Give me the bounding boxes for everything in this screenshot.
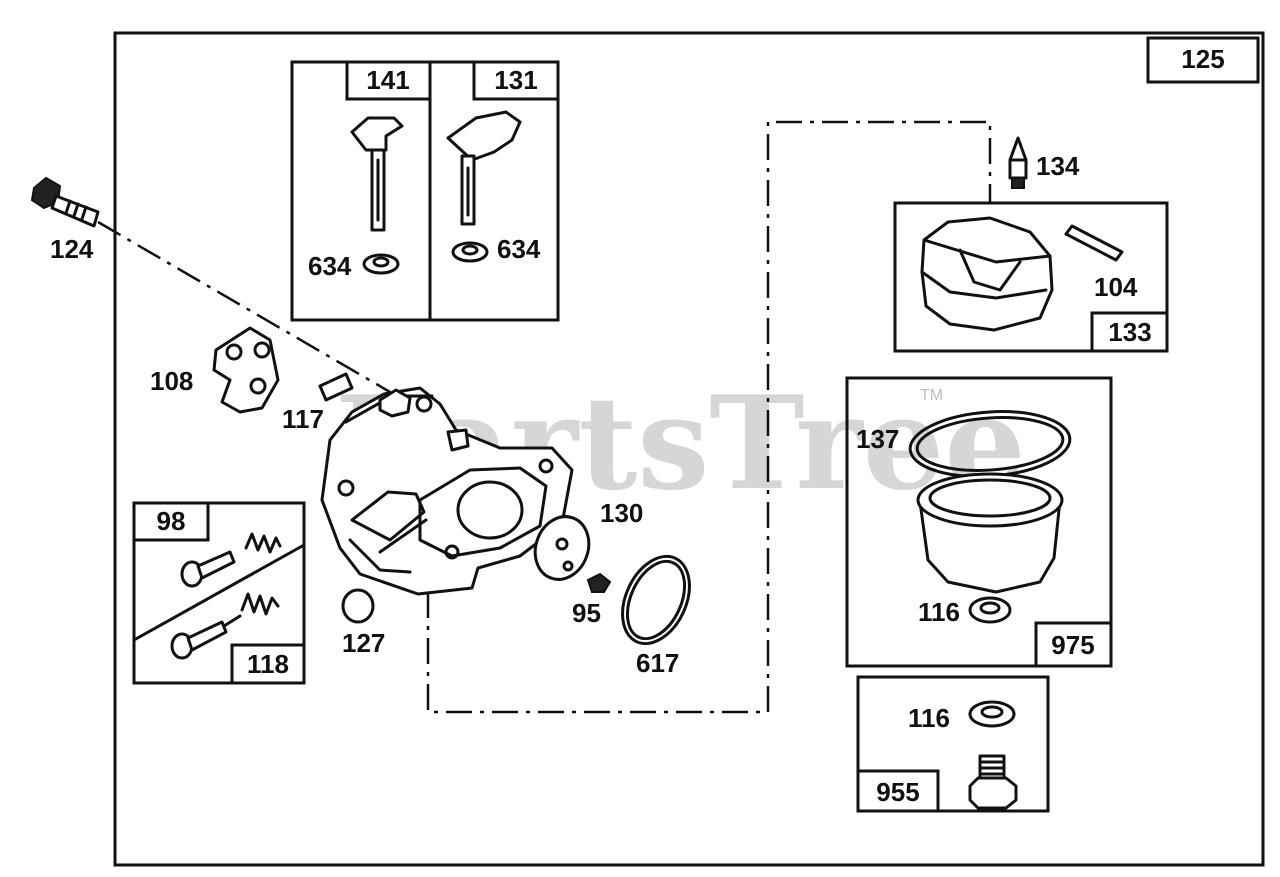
callout-127: 127 xyxy=(342,628,385,658)
callout-137: 137 xyxy=(856,424,899,454)
throttle-shaft-part xyxy=(350,116,404,232)
mixture-spring-part xyxy=(240,592,280,616)
kit-118-label: 118 xyxy=(247,649,289,679)
screw-124-part xyxy=(30,176,100,228)
kit-955-box: 955 xyxy=(856,675,1050,813)
choke-shaft-part xyxy=(446,110,522,226)
gasket-108-part xyxy=(212,326,280,414)
kit-98-118-box: 98 118 xyxy=(132,501,306,685)
callout-634-right: 634 xyxy=(497,234,541,264)
kit-975-label: 975 xyxy=(1051,630,1094,660)
callout-108: 108 xyxy=(150,366,193,396)
callout-117: 117 xyxy=(282,404,324,434)
kit-975-box: 975 xyxy=(845,376,1113,668)
callout-134: 134 xyxy=(1036,151,1080,181)
gasket-130-part xyxy=(533,515,591,581)
washer-116-lower-part xyxy=(968,700,1016,728)
float-bowl-part xyxy=(916,472,1064,594)
assembly-label: 125 xyxy=(1181,44,1224,74)
carburetor-body-part xyxy=(320,386,574,596)
seal-634-right-part xyxy=(451,241,489,263)
kit-131-label: 131 xyxy=(494,65,537,95)
callout-130: 130 xyxy=(600,498,643,528)
plug-127-part xyxy=(341,588,375,624)
mixture-screw-part xyxy=(170,614,242,660)
callout-124: 124 xyxy=(50,234,94,264)
oring-617-part xyxy=(621,554,691,646)
diagram-frame xyxy=(113,31,1265,867)
idle-spring-part xyxy=(244,532,282,554)
callout-116-lower: 116 xyxy=(908,703,950,733)
callout-95: 95 xyxy=(572,598,601,628)
kit-141-label: 141 xyxy=(366,65,409,95)
float-part xyxy=(920,216,1054,332)
bowl-nut-part xyxy=(968,754,1018,810)
kit-133-box: 133 xyxy=(893,201,1169,353)
seal-634-left-part xyxy=(362,253,400,275)
kit-955-label: 955 xyxy=(876,777,919,807)
pin-117-part xyxy=(318,372,354,402)
callout-104: 104 xyxy=(1094,272,1138,302)
callout-634-left: 634 xyxy=(308,251,352,281)
assembly-label-box: 125 xyxy=(1146,36,1260,84)
needle-134-part xyxy=(1008,136,1028,189)
kit-141-131-box: 141 131 xyxy=(290,60,560,322)
callout-116-upper: 116 xyxy=(918,597,960,627)
kit-98-label: 98 xyxy=(157,506,186,536)
screw-95-part xyxy=(586,572,612,593)
kit-133-label: 133 xyxy=(1108,317,1151,347)
pin-104-part xyxy=(1064,224,1124,262)
watermark-trademark: TM xyxy=(920,387,943,404)
idle-screw-part xyxy=(180,550,236,588)
screw-guide-line xyxy=(97,220,391,394)
callout-617: 617 xyxy=(636,648,679,678)
washer-116-upper-part xyxy=(968,596,1012,624)
bowl-guide-line xyxy=(426,120,992,714)
